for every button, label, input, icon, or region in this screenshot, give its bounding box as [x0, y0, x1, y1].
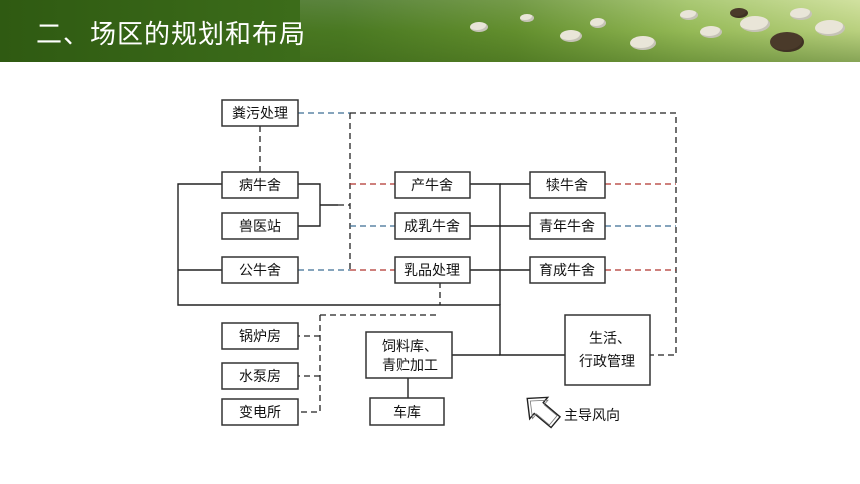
- node-label: 育成牛舍: [539, 263, 595, 279]
- node-boiler-room: 锅炉房: [221, 322, 299, 350]
- node-label: 青年牛舍: [539, 219, 595, 235]
- connector-line: [298, 183, 338, 227]
- node-label: 生活、: [589, 331, 631, 347]
- node-sick-barn: 病牛舍: [221, 171, 299, 199]
- connector-line: [338, 113, 351, 270]
- node-label: 公牛舍: [239, 263, 281, 279]
- node-garage: 车库: [369, 397, 445, 426]
- sheep-image: [680, 10, 698, 20]
- node-label: 行政管理: [579, 354, 635, 370]
- header-banner: 二、场区的规划和布局: [0, 0, 860, 62]
- node-label: 水泵房: [239, 369, 281, 385]
- node-substation: 变电所: [221, 398, 299, 426]
- node-label: 产牛舍: [411, 178, 453, 194]
- connector-line: [470, 183, 501, 305]
- node-manure-treatment: 粪污处理: [221, 99, 299, 127]
- sheep-image: [700, 26, 722, 38]
- node-feed-storage: 饲料库、 青贮加工: [365, 331, 453, 379]
- sheep-image: [470, 22, 488, 32]
- sheep-image: [560, 30, 582, 42]
- node-calving-barn: 产牛舍: [394, 171, 471, 199]
- node-bull-barn: 公牛舍: [221, 256, 299, 284]
- node-admin: 生活、 行政管理: [564, 314, 651, 386]
- node-dairy-processing: 乳品处理: [394, 256, 471, 284]
- sheep-image: [630, 36, 656, 50]
- grassland-photo: [300, 0, 860, 62]
- node-label: 锅炉房: [239, 329, 281, 345]
- node-label: 犊牛舍: [546, 177, 588, 194]
- sheep-image: [520, 14, 534, 22]
- node-lactating-barn: 成乳牛舍: [394, 212, 471, 240]
- node-label: 青贮加工: [382, 358, 438, 374]
- connector-line: [298, 314, 440, 413]
- connector-line: [350, 112, 677, 356]
- wind-direction-label: 主导风向: [564, 408, 620, 424]
- node-label: 变电所: [239, 405, 281, 421]
- node-label: 车库: [393, 404, 421, 421]
- node-pump-room: 水泵房: [221, 362, 299, 390]
- page-title: 二、场区的规划和布局: [36, 20, 307, 50]
- node-breeding-barn: 育成牛舍: [529, 256, 606, 284]
- sheep-image: [790, 8, 812, 20]
- node-label: 病牛舍: [239, 178, 281, 194]
- node-label: 乳品处理: [404, 263, 460, 279]
- sheep-image: [590, 18, 606, 28]
- sheep-image: [770, 32, 804, 52]
- node-label: 粪污处理: [232, 106, 288, 122]
- node-calf-barn: 犊牛舍: [529, 171, 606, 199]
- node-vet-station: 兽医站: [221, 212, 299, 240]
- node-label: 饲料库、: [382, 339, 438, 355]
- sheep-image: [815, 20, 845, 36]
- sheep-image: [740, 16, 770, 32]
- node-label: 兽医站: [239, 219, 281, 235]
- connector-line: [177, 183, 565, 356]
- node-label: 成乳牛舍: [404, 219, 460, 235]
- wind-direction-arrow-icon: [526, 396, 562, 429]
- connector-line: [500, 183, 530, 271]
- node-heifer-barn: 青年牛舍: [529, 212, 606, 240]
- sheep-image: [730, 8, 748, 18]
